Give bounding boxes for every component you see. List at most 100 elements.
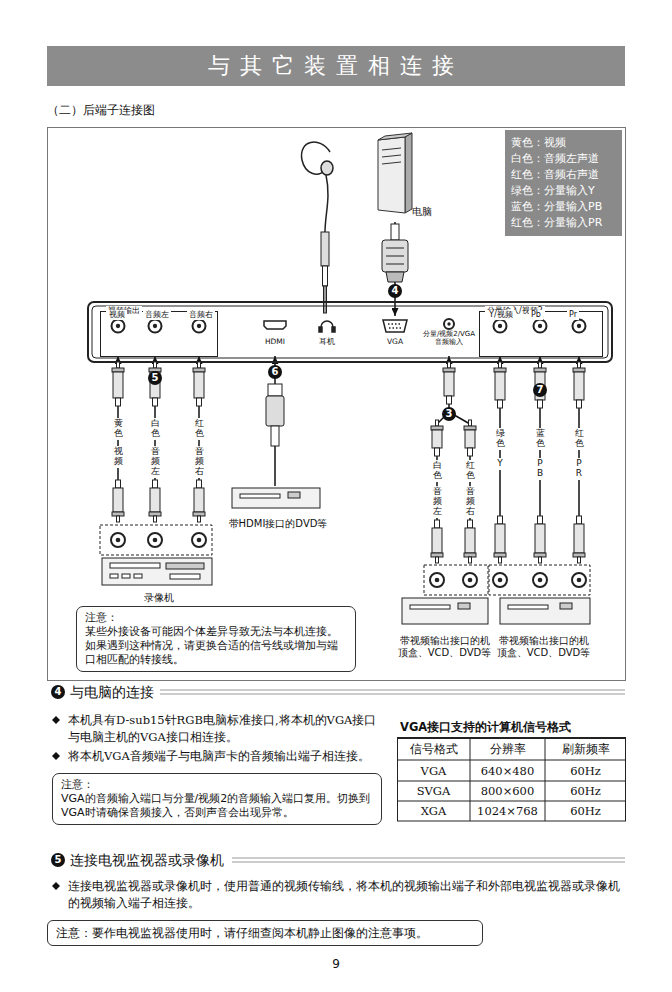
plug-part <box>498 400 503 408</box>
rca-jacks <box>111 319 586 587</box>
plug-part <box>573 368 585 372</box>
cable-label: 音频右 <box>465 486 476 518</box>
cable-label: 音频左 <box>150 446 161 478</box>
table-lines <box>397 801 626 802</box>
plug-part <box>465 528 475 553</box>
cable-label: 音频右 <box>194 446 205 478</box>
node-text: 电脑 <box>412 206 432 218</box>
set-top-box-device: 带视频输出接口的机顶盒、VCD、DVD等 <box>495 563 592 659</box>
cable-label: 红色 <box>574 428 585 450</box>
table-cell: SVGA <box>397 783 470 800</box>
table-lines <box>397 760 626 761</box>
table-header: 刷新频率 <box>545 741 626 758</box>
table-cell: 60Hz <box>545 783 626 800</box>
headphone-socket <box>332 327 335 332</box>
rca-jack <box>463 573 477 587</box>
rca-plug <box>431 420 443 456</box>
plug-part <box>499 557 502 563</box>
callout-number: 5 <box>148 371 162 385</box>
computer-tower <box>378 133 412 213</box>
vcr <box>166 563 204 569</box>
plug-part <box>534 553 546 557</box>
note-heading: 注意： <box>61 778 373 792</box>
plug-part <box>116 480 121 488</box>
table-lines <box>470 738 471 821</box>
cable-label: 红色 <box>194 418 205 440</box>
page-number: 9 <box>326 956 346 972</box>
rca-plug <box>149 362 161 406</box>
rca-jack <box>493 573 507 587</box>
rca-plug <box>534 362 546 408</box>
rca-plug <box>494 362 506 408</box>
node-text: VGA的音频输入端口与分量/视频2的音频输入端口复用。切换到VGA时请确保音频接… <box>61 792 373 820</box>
cable-label: PB <box>535 458 546 480</box>
plug-part <box>494 368 506 372</box>
legend-entry: 红色：音频右声道 <box>511 167 616 183</box>
rca-jack-pin <box>116 324 120 328</box>
back-panel <box>88 302 612 362</box>
rca-jack-pin <box>577 324 581 328</box>
rca-jack <box>534 320 547 333</box>
note-heading: 注意： <box>85 611 347 625</box>
set-top-box <box>424 565 488 595</box>
cable-label: 白色 <box>150 418 161 440</box>
plug-part <box>574 372 584 400</box>
node-text: 分量/视频2/VGA 音频输入 <box>420 330 478 346</box>
plug-part <box>577 400 582 408</box>
plug-part <box>574 524 584 553</box>
plug-part <box>539 557 542 563</box>
plug-part <box>431 426 443 430</box>
rca-port: Pb <box>524 316 556 356</box>
section-rule <box>160 693 625 694</box>
subheading: （二）后端子连接图 <box>47 102 267 118</box>
plug-part <box>112 368 124 372</box>
section-number: 4 <box>51 685 65 699</box>
node-text: 带HDMI接口的DVD等 <box>229 518 328 530</box>
plug-part <box>432 528 442 553</box>
rca-jack <box>573 320 586 333</box>
headphone-port: 耳机 <box>312 316 342 356</box>
note-box: 注意：某些外接设备可能因个体差异导致无法与本机连接。如果遇到这种情况，请更换合适… <box>76 606 356 672</box>
legend-entry: 红色：分量输入PR <box>511 215 616 231</box>
plug-part <box>154 362 157 368</box>
computer-tower <box>405 133 412 213</box>
set-top-box <box>410 605 450 609</box>
rca-jack <box>572 573 586 587</box>
diagram-frame <box>48 128 626 681</box>
table-cell: 800×600 <box>470 783 545 800</box>
node-text: 耳机 <box>319 337 335 346</box>
table-cell: 640×480 <box>470 763 545 780</box>
set-top-box <box>402 565 590 624</box>
rca-plug <box>534 516 546 563</box>
table-cell: 60Hz <box>545 763 626 780</box>
plug-part <box>194 488 204 512</box>
rca-plug <box>464 420 476 456</box>
section-rule <box>160 689 625 690</box>
plug-part <box>539 362 542 368</box>
rca-plug <box>573 516 585 563</box>
vga-plug <box>382 224 408 282</box>
table-cell: 60Hz <box>545 803 626 820</box>
vcr <box>110 574 118 578</box>
set-top-box <box>508 605 548 609</box>
vcr <box>170 574 200 579</box>
hdmi-plug <box>268 384 282 396</box>
plug-part <box>573 553 585 557</box>
computer-tower <box>382 155 401 157</box>
earphone <box>323 266 328 286</box>
legend-entry: 白色：音频左声道 <box>511 151 616 167</box>
vga-plug <box>386 256 404 257</box>
earphone <box>321 161 333 175</box>
set-top-box <box>458 603 470 609</box>
plug-part <box>494 553 506 557</box>
plug-part <box>436 557 439 563</box>
vga-plug <box>391 224 399 240</box>
plug-part <box>499 362 502 368</box>
plug-part <box>468 520 473 528</box>
rca-jack <box>111 533 125 547</box>
plug-part <box>194 372 204 398</box>
dvd-player <box>232 488 320 508</box>
table-cell: 1024×768 <box>470 803 545 820</box>
cable-label: PR <box>574 458 585 480</box>
